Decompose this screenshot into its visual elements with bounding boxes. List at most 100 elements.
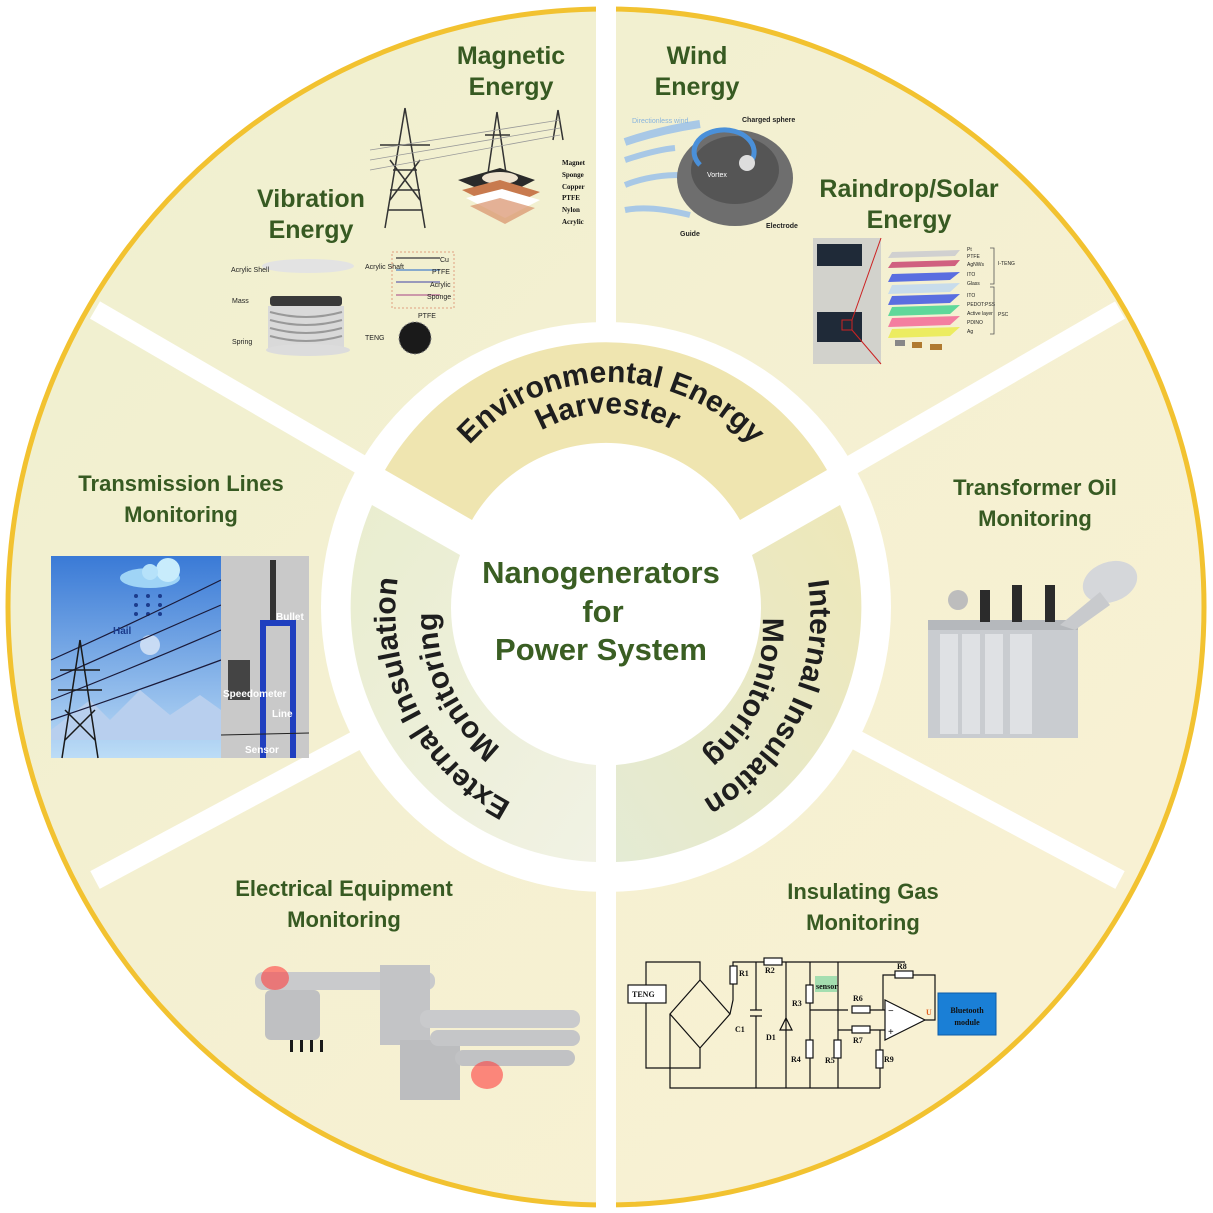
magnetic-title-line2: Energy: [469, 73, 554, 101]
svg-text:+: +: [888, 1027, 894, 1038]
svg-text:Acrylic: Acrylic: [562, 218, 584, 226]
svg-text:TENG: TENG: [632, 990, 655, 999]
wind-labels: Directionless wind Charged sphere Vortex…: [632, 117, 798, 238]
svg-text:Magnet: Magnet: [562, 159, 586, 167]
sector-transformer-oil: Transformer Oil Monitoring: [928, 475, 1138, 738]
svg-text:Speedometer: Speedometer: [223, 689, 286, 700]
sector-magnetic-energy: Magnetic Energy Magnet Sponge Copper PTF…: [369, 42, 586, 229]
svg-text:AgNWs: AgNWs: [967, 262, 984, 268]
ring-segment-external: [350, 505, 596, 862]
transformer-title-line2: Monitoring: [978, 506, 1092, 531]
wind-teng-device: [623, 120, 793, 226]
center-disk: [456, 460, 756, 760]
svg-text:R8: R8: [897, 962, 907, 971]
raindrop-title-line1: Raindrop/Solar: [819, 175, 998, 203]
svg-text:PTFE: PTFE: [432, 269, 450, 276]
equipment-title-line1: Electrical Equipment: [235, 876, 453, 901]
solar-building-photo: [813, 237, 882, 365]
svg-text:Nylon: Nylon: [562, 206, 580, 214]
wind-title-line2: Energy: [655, 73, 740, 101]
magnetic-teng-layers: [458, 168, 540, 224]
transmission-tower-icon: [369, 107, 564, 229]
vibration-title-line1: Vibration: [257, 185, 365, 213]
svg-text:R5: R5: [825, 1056, 835, 1065]
svg-text:Cu: Cu: [440, 257, 449, 264]
hail-test-photo: [220, 556, 310, 758]
svg-text:ITO: ITO: [967, 293, 975, 299]
svg-text:U: U: [926, 1008, 932, 1017]
solar-layer-stack: [888, 250, 960, 350]
sector-transmission-lines: Transmission Lines Monitoring: [50, 471, 310, 759]
bluetooth-module: [937, 992, 997, 1036]
svg-text:TENG: TENG: [365, 335, 384, 342]
center-title-line1: Nanogenerators: [482, 555, 720, 590]
vibration-labels: Acrylic Shell Acrylic Shaft Mass Spring …: [231, 257, 451, 346]
svg-text:PTFE: PTFE: [967, 254, 980, 260]
svg-text:Glass: Glass: [967, 281, 980, 287]
wind-title-line1: Wind: [667, 42, 728, 70]
svg-text:R3: R3: [792, 999, 802, 1008]
svg-text:R6: R6: [853, 994, 863, 1003]
svg-text:Active layer: Active layer: [967, 311, 993, 317]
svg-text:I-TENG: I-TENG: [998, 261, 1015, 267]
raindrop-title-line2: Energy: [867, 206, 952, 234]
solar-layer-labels: Pt PTFE AgNWs ITO Glass ITO PEDOT:PSS Ac…: [967, 247, 1015, 335]
svg-text:Acrylic Shell: Acrylic Shell: [231, 267, 270, 274]
svg-text:PEDOT:PSS: PEDOT:PSS: [967, 302, 996, 308]
svg-text:Ag: Ag: [967, 329, 973, 335]
ring-segment-internal: [616, 505, 862, 862]
svg-text:Bullet: Bullet: [276, 612, 304, 623]
svg-text:PTFE: PTFE: [562, 194, 580, 202]
svg-text:Sensor: Sensor: [245, 745, 279, 756]
svg-text:−: −: [888, 1006, 894, 1017]
sector-electrical-equipment: Electrical Equipment Monitoring: [235, 876, 580, 1100]
svg-text:Line: Line: [272, 709, 293, 720]
transmission-title-line2: Monitoring: [124, 502, 238, 527]
svg-text:R7: R7: [853, 1036, 863, 1045]
sector-wind-energy: Wind Energy Directionless wind Charged s…: [623, 42, 798, 238]
svg-text:R1: R1: [739, 969, 749, 978]
ring-segment-environmental: [385, 342, 827, 520]
svg-text:Vortex: Vortex: [707, 172, 727, 179]
transmission-title-line1: Transmission Lines: [78, 471, 283, 496]
sector-insulating-gas: Insulating Gas Monitoring: [627, 879, 997, 1089]
svg-text:C1: C1: [735, 1025, 745, 1034]
gas-title-line2: Monitoring: [806, 910, 920, 935]
vibration-title-line2: Energy: [269, 216, 354, 244]
center-title-line2: for: [582, 594, 623, 629]
svg-text:Sponge: Sponge: [562, 171, 584, 179]
gas-sensor-element: [815, 976, 837, 992]
svg-text:R2: R2: [765, 966, 775, 975]
hail-illustration: [50, 556, 222, 759]
magnetic-layer-labels: Magnet Sponge Copper PTFE Nylon Acrylic: [562, 159, 586, 226]
gas-title-line1: Insulating Gas: [787, 879, 939, 904]
transformer-title-line1: Transformer Oil: [953, 475, 1117, 500]
svg-text:Directionless wind: Directionless wind: [632, 118, 689, 125]
svg-text:Charged sphere: Charged sphere: [742, 117, 795, 124]
svg-text:R9: R9: [884, 1055, 894, 1064]
svg-text:Acrylic: Acrylic: [430, 282, 451, 289]
svg-text:Mass: Mass: [232, 298, 249, 305]
sector-raindrop-solar-energy: Raindrop/Solar Energy Pt PTFE AgNW: [813, 175, 1015, 365]
gis-equipment-image: [255, 965, 580, 1100]
svg-text:Hail: Hail: [113, 626, 132, 637]
svg-text:Guide: Guide: [680, 231, 700, 238]
solar-group-brackets: [990, 247, 995, 335]
svg-text:sensor: sensor: [816, 982, 838, 991]
svg-text:R4: R4: [791, 1055, 801, 1064]
sector-vibration-energy: Vibration Energy Acrylic Shell Acrylic S…: [231, 185, 455, 356]
svg-text:Acrylic Shaft: Acrylic Shaft: [365, 264, 404, 271]
transformer-image: [928, 560, 1138, 738]
svg-text:module: module: [954, 1018, 980, 1027]
svg-text:PSC: PSC: [998, 312, 1009, 318]
svg-text:Sponge: Sponge: [427, 294, 451, 301]
svg-text:Electrode: Electrode: [766, 223, 798, 230]
vibration-teng-device: [262, 251, 455, 356]
center-title-line3: Power System: [495, 632, 707, 667]
equipment-title-line2: Monitoring: [287, 907, 401, 932]
magnetic-title-line1: Magnetic: [457, 42, 565, 70]
svg-text:ITO: ITO: [967, 272, 975, 278]
svg-text:PTFE: PTFE: [418, 313, 436, 320]
svg-text:Pt: Pt: [967, 247, 972, 253]
